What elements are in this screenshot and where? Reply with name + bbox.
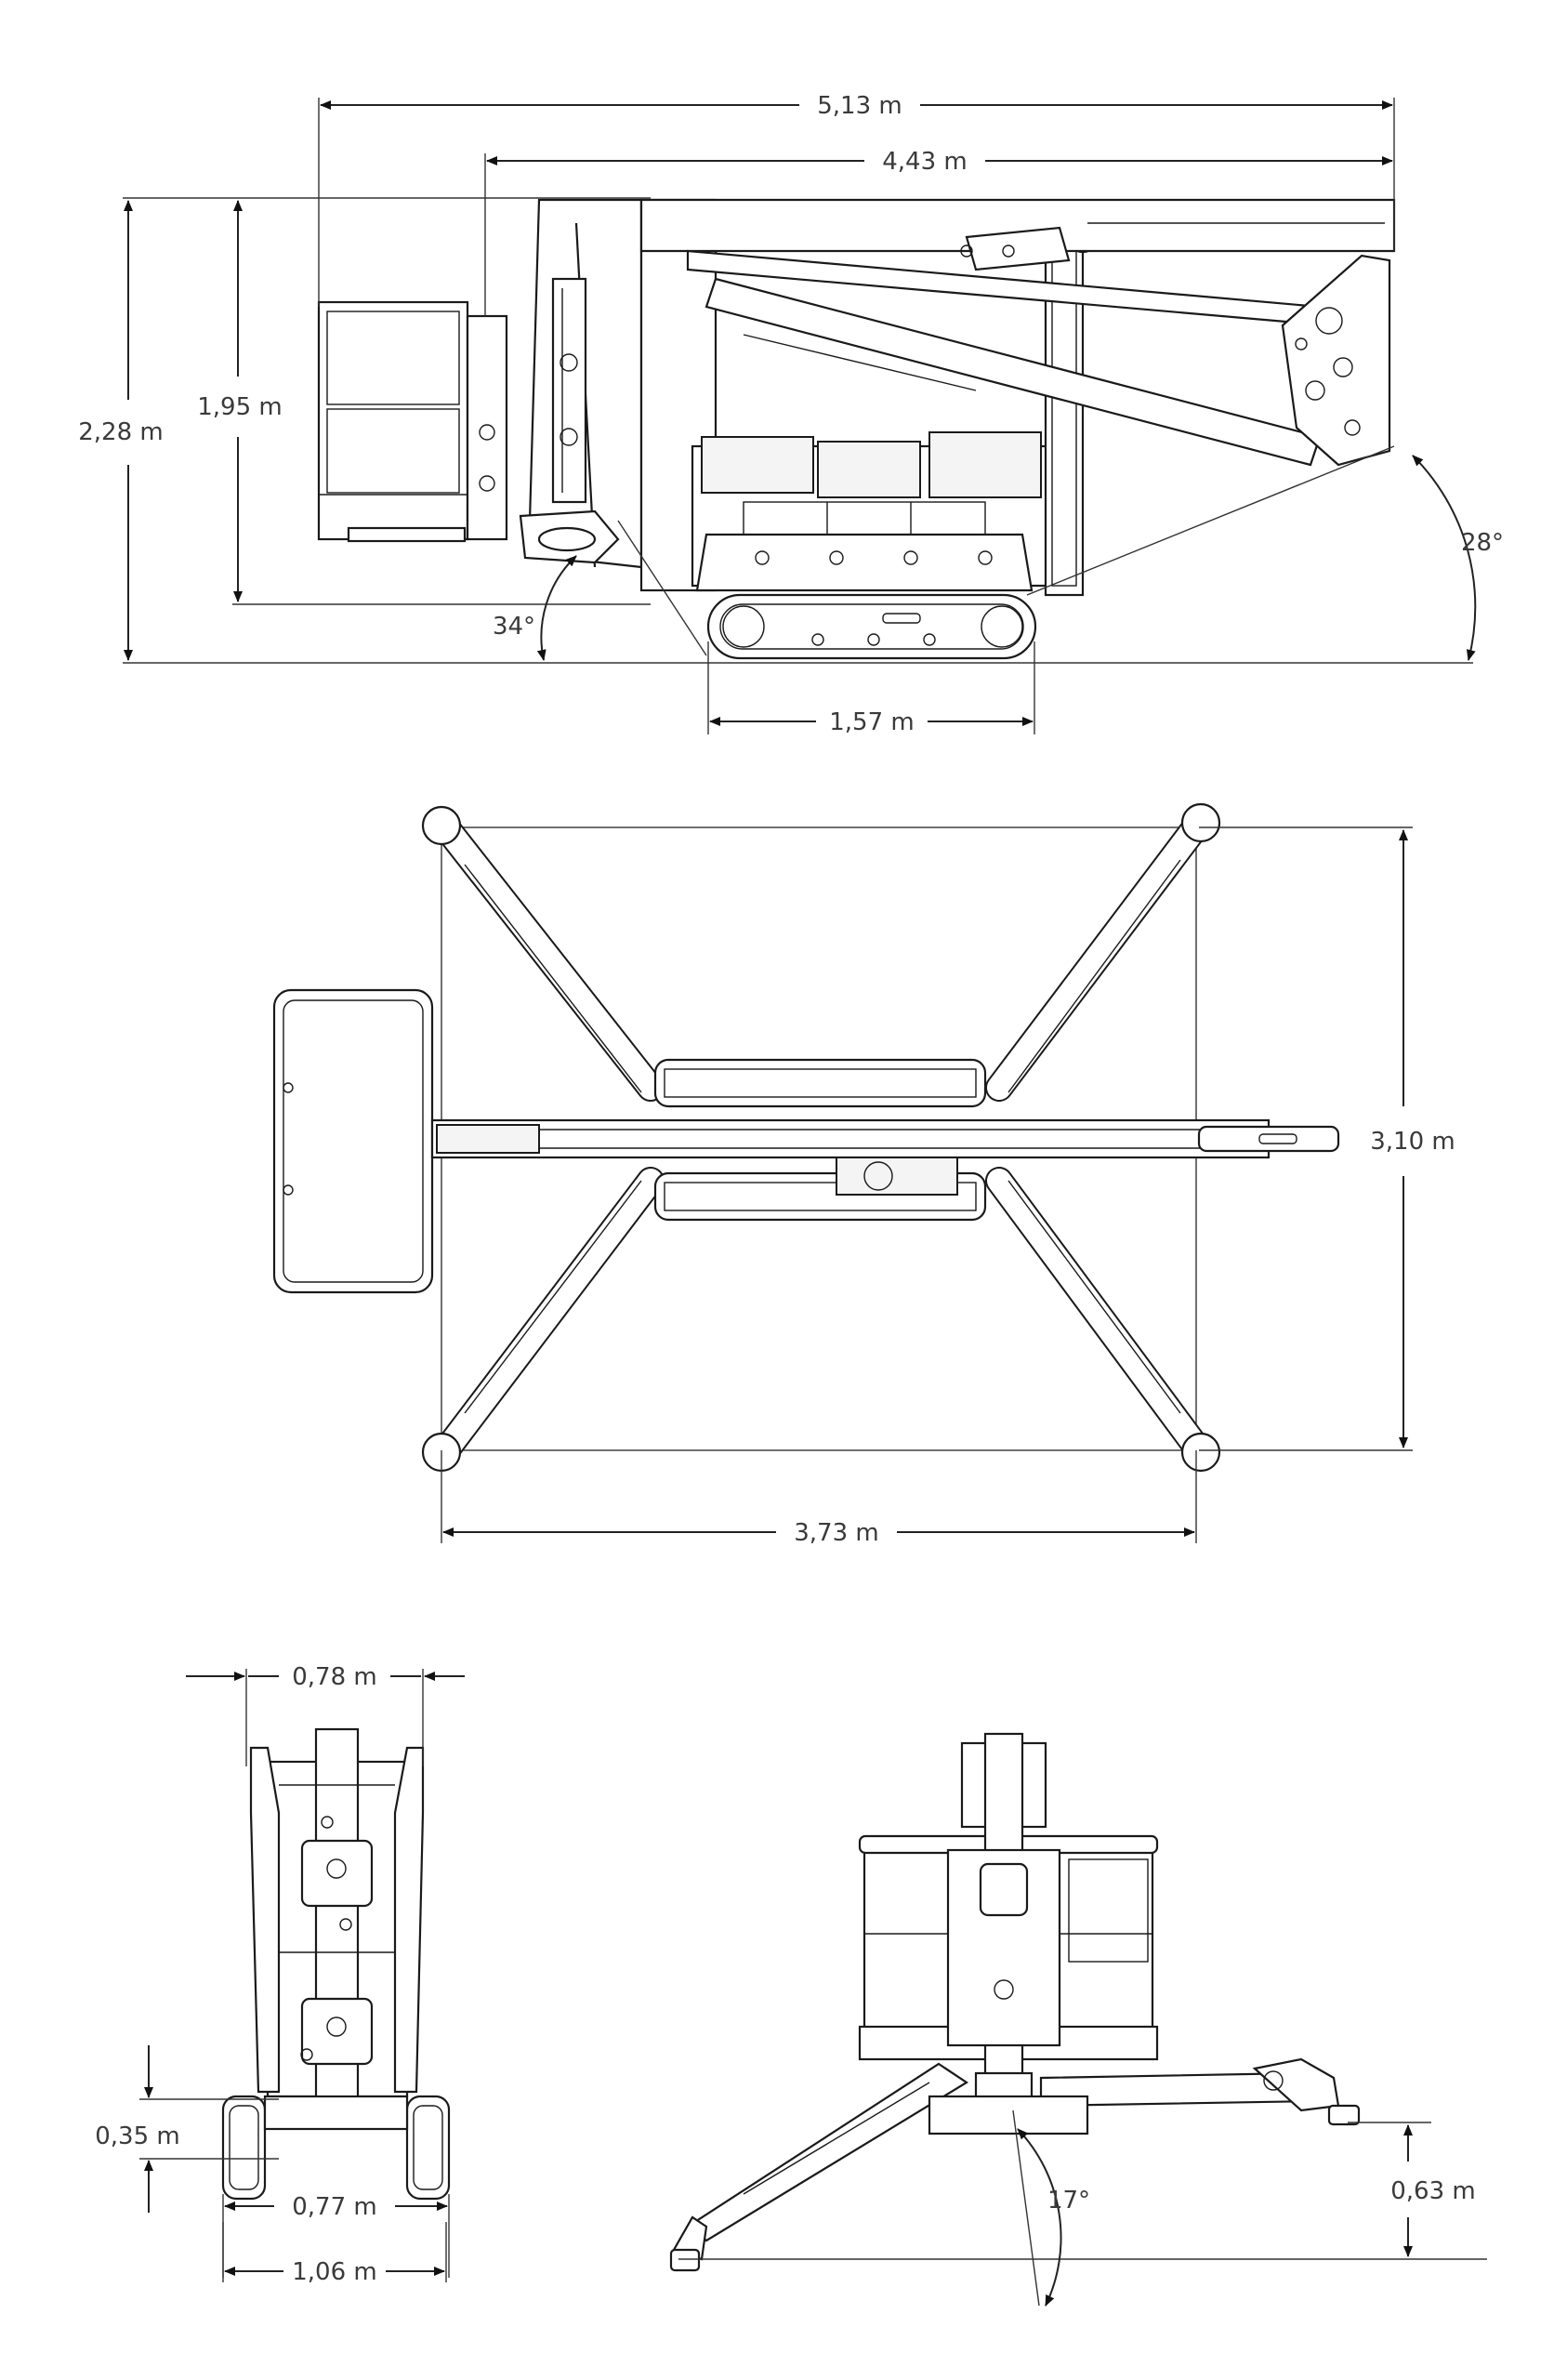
side-dim-overall-height: 2,28 m (78, 197, 651, 661)
side-view: 5,13 m 4,43 m 2,28 m 1,95 m 1,57 m (78, 92, 1504, 736)
side-dim-boom-length: 4,43 m (484, 148, 1393, 316)
side-dim-track-length: 1,57 m (707, 641, 1035, 736)
rear-mast (946, 1732, 1061, 2112)
front-dim-top-width: 0,78 m (186, 1663, 465, 1766)
dim-label-overall-length: 5,13 m (817, 92, 902, 120)
top-view: 3,10 m 3,73 m (272, 802, 1455, 1547)
rear-dim-leg-angle: 17° (1017, 2128, 1090, 2307)
front-view: 0,78 m 0,35 m 0,77 m 1,06 m (95, 1663, 465, 2286)
side-turret (639, 198, 1066, 592)
rear-view: 17° 0,63 m (669, 1732, 1487, 2307)
front-dim-ground-clearance: 0,35 m (95, 2045, 279, 2213)
dim-label-track-gauge: 0,77 m (292, 2193, 376, 2221)
dim-label-front-angle: 28° (1461, 529, 1504, 557)
top-dim-outrigger-length: 3,73 m (441, 1450, 1197, 1547)
front-dim-track-gauge: 0,77 m (222, 2193, 450, 2278)
front-tracks (221, 2095, 451, 2201)
side-basket (317, 300, 508, 543)
rear-legs (669, 2057, 1361, 2272)
side-boom-head (1281, 254, 1391, 467)
dim-label-top-width: 0,78 m (292, 1663, 376, 1691)
top-tracks (653, 1058, 987, 1222)
dim-label-outrigger-length: 3,73 m (794, 1519, 878, 1547)
dim-label-boom-length: 4,43 m (882, 148, 967, 176)
top-dim-outrigger-width: 3,10 m (1199, 826, 1455, 1451)
side-dim-front-angle: 28° (1412, 455, 1504, 661)
side-boom (639, 198, 1396, 467)
front-dim-overall-width: 1,06 m (222, 2222, 447, 2286)
side-pendulum (519, 198, 643, 569)
dim-label-outrigger-width: 3,10 m (1370, 1128, 1455, 1156)
rear-dim-leg-height: 0,63 m (1390, 2124, 1476, 2257)
dim-label-track-length: 1,57 m (829, 708, 914, 736)
side-tracks (706, 593, 1037, 660)
top-outriggers (421, 802, 1221, 1473)
side-dim-rear-angle: 34° (493, 555, 577, 661)
dim-label-transport-height: 1,95 m (197, 393, 282, 421)
side-dim-overall-length: 5,13 m (318, 92, 1395, 307)
side-dim-transport-height: 1,95 m (197, 200, 283, 602)
dim-label-overall-height: 2,28 m (78, 418, 163, 446)
dim-label-rear-angle: 34° (493, 613, 535, 641)
dim-label-overall-width: 1,06 m (292, 2258, 376, 2286)
top-basket (272, 988, 434, 1294)
dim-label-leg-height: 0,63 m (1390, 2177, 1475, 2205)
side-boom-column (1044, 220, 1100, 597)
dim-label-leg-angle: 17° (1047, 2187, 1090, 2215)
front-machine (249, 1727, 425, 2103)
top-boom (430, 1118, 1340, 1196)
dim-label-ground-clearance: 0,35 m (95, 2122, 179, 2150)
